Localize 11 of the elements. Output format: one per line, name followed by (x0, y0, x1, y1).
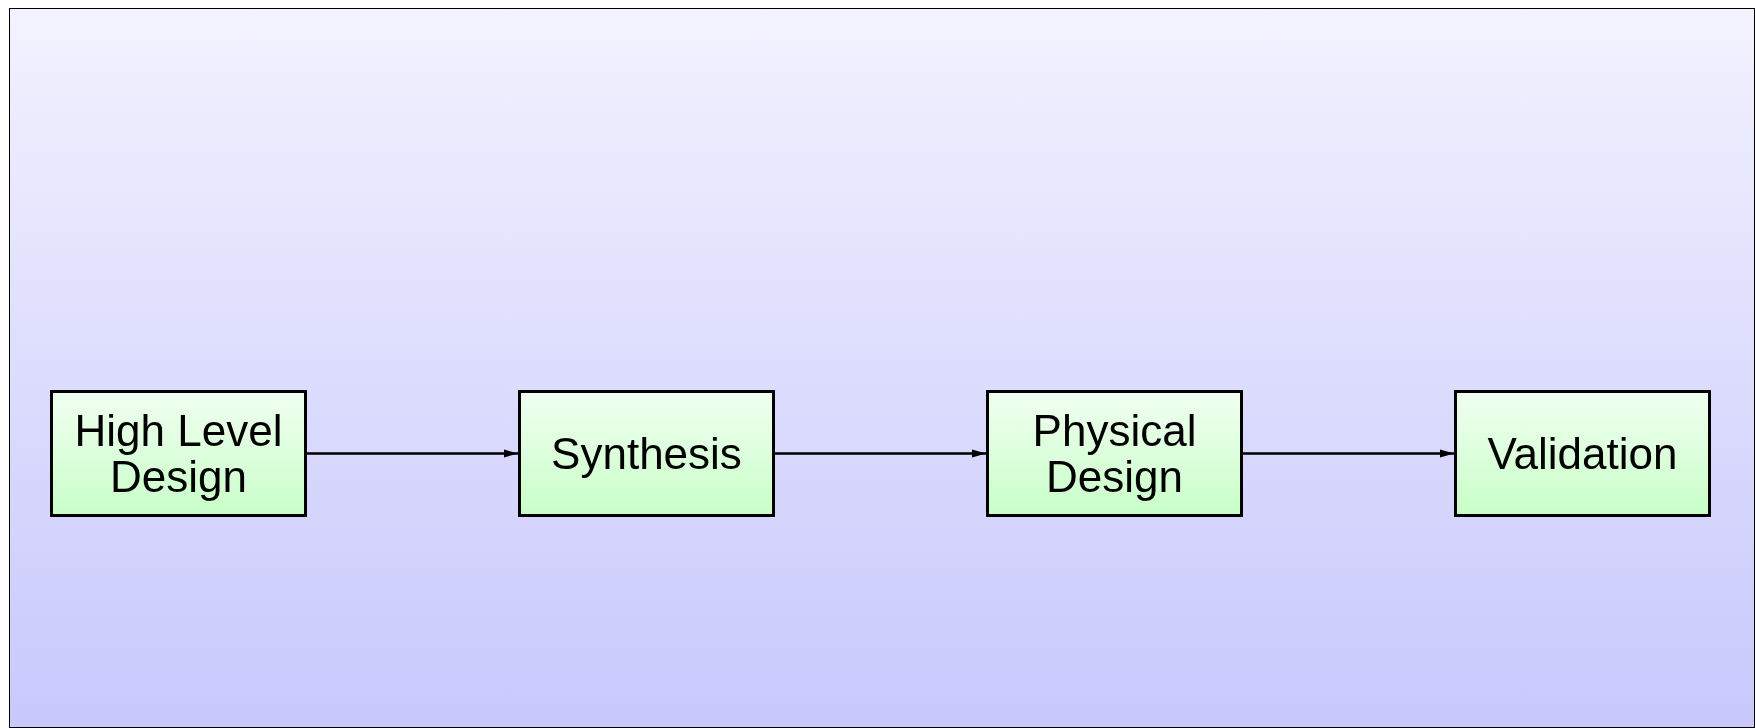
box-label: Synthesis (551, 430, 742, 477)
process-box (50, 390, 307, 517)
box-label: Physical Design (1031, 407, 1198, 500)
arrow (307, 449, 518, 458)
process-box (986, 390, 1243, 517)
box-label: Validation (1487, 430, 1678, 477)
arrow (775, 449, 986, 458)
process-box (1454, 390, 1711, 517)
process-box (518, 390, 775, 517)
arrow (1243, 449, 1454, 458)
box-label: High Level Design (73, 407, 284, 500)
